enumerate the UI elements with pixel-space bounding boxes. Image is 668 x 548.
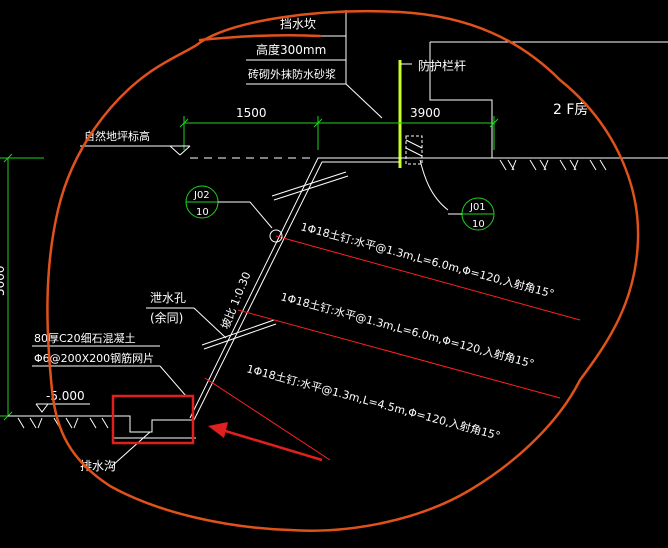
elevation-marker (35, 403, 90, 413)
railing (398, 60, 412, 168)
label-railing: 防护栏杆 (418, 58, 466, 73)
highlight-box (111, 394, 195, 445)
nail-label-3: 1Φ18土钉:水平@1.3m,L=4.5m,Φ=120,入射角15° (245, 361, 502, 442)
callout-j02-bottom: 10 (196, 207, 209, 218)
concrete-leader (32, 345, 187, 397)
callout-j01-top: J01 (469, 202, 486, 213)
label-mesh: Φ6@200X200钢筋网片 (34, 351, 154, 365)
label-top-cut: 挡水坎 (280, 17, 316, 31)
ground-hatch-right (499, 159, 607, 171)
callout-j01-bottom: 10 (472, 219, 485, 230)
dim-1500: 1500 (236, 106, 267, 120)
dim-3900: 3900 (410, 106, 441, 120)
label-building: 2 F房 (553, 102, 588, 118)
annotation-loop (46, 9, 640, 532)
callout-j02 (185, 185, 273, 229)
drain-label-leader (146, 307, 227, 339)
bottom-ground (8, 415, 196, 467)
label-drain-hole: 泄水孔 (150, 291, 186, 305)
soil-nails (204, 235, 581, 461)
label-drain-hole-sub: (余同) (150, 310, 183, 325)
drain-pipes (201, 171, 349, 350)
label-ground: 自然地坪标高 (84, 129, 150, 143)
label-height: 高度300mm (256, 42, 326, 57)
dim-left: 5000 (0, 265, 7, 296)
label-coat: 砖砌外抹防水砂浆 (248, 67, 336, 81)
anchor-block (405, 135, 449, 211)
nail-label-2: 1Φ18土钉:水平@1.3m,L=6.0m,Φ=120,入射角15° (279, 289, 536, 370)
arrow-indicator (208, 422, 323, 462)
callout-j02-top: J02 (193, 190, 210, 201)
label-elevation: -5.000 (46, 389, 85, 403)
callout-j01 (448, 197, 495, 231)
ground-line (80, 145, 668, 159)
nail-label-1: 1Φ18土钉:水平@1.3m,L=6.0m,Φ=120,入射角15° (299, 219, 556, 300)
nail-head-top (269, 229, 283, 243)
label-concrete: 80厚C20细石混凝土 (34, 331, 136, 345)
